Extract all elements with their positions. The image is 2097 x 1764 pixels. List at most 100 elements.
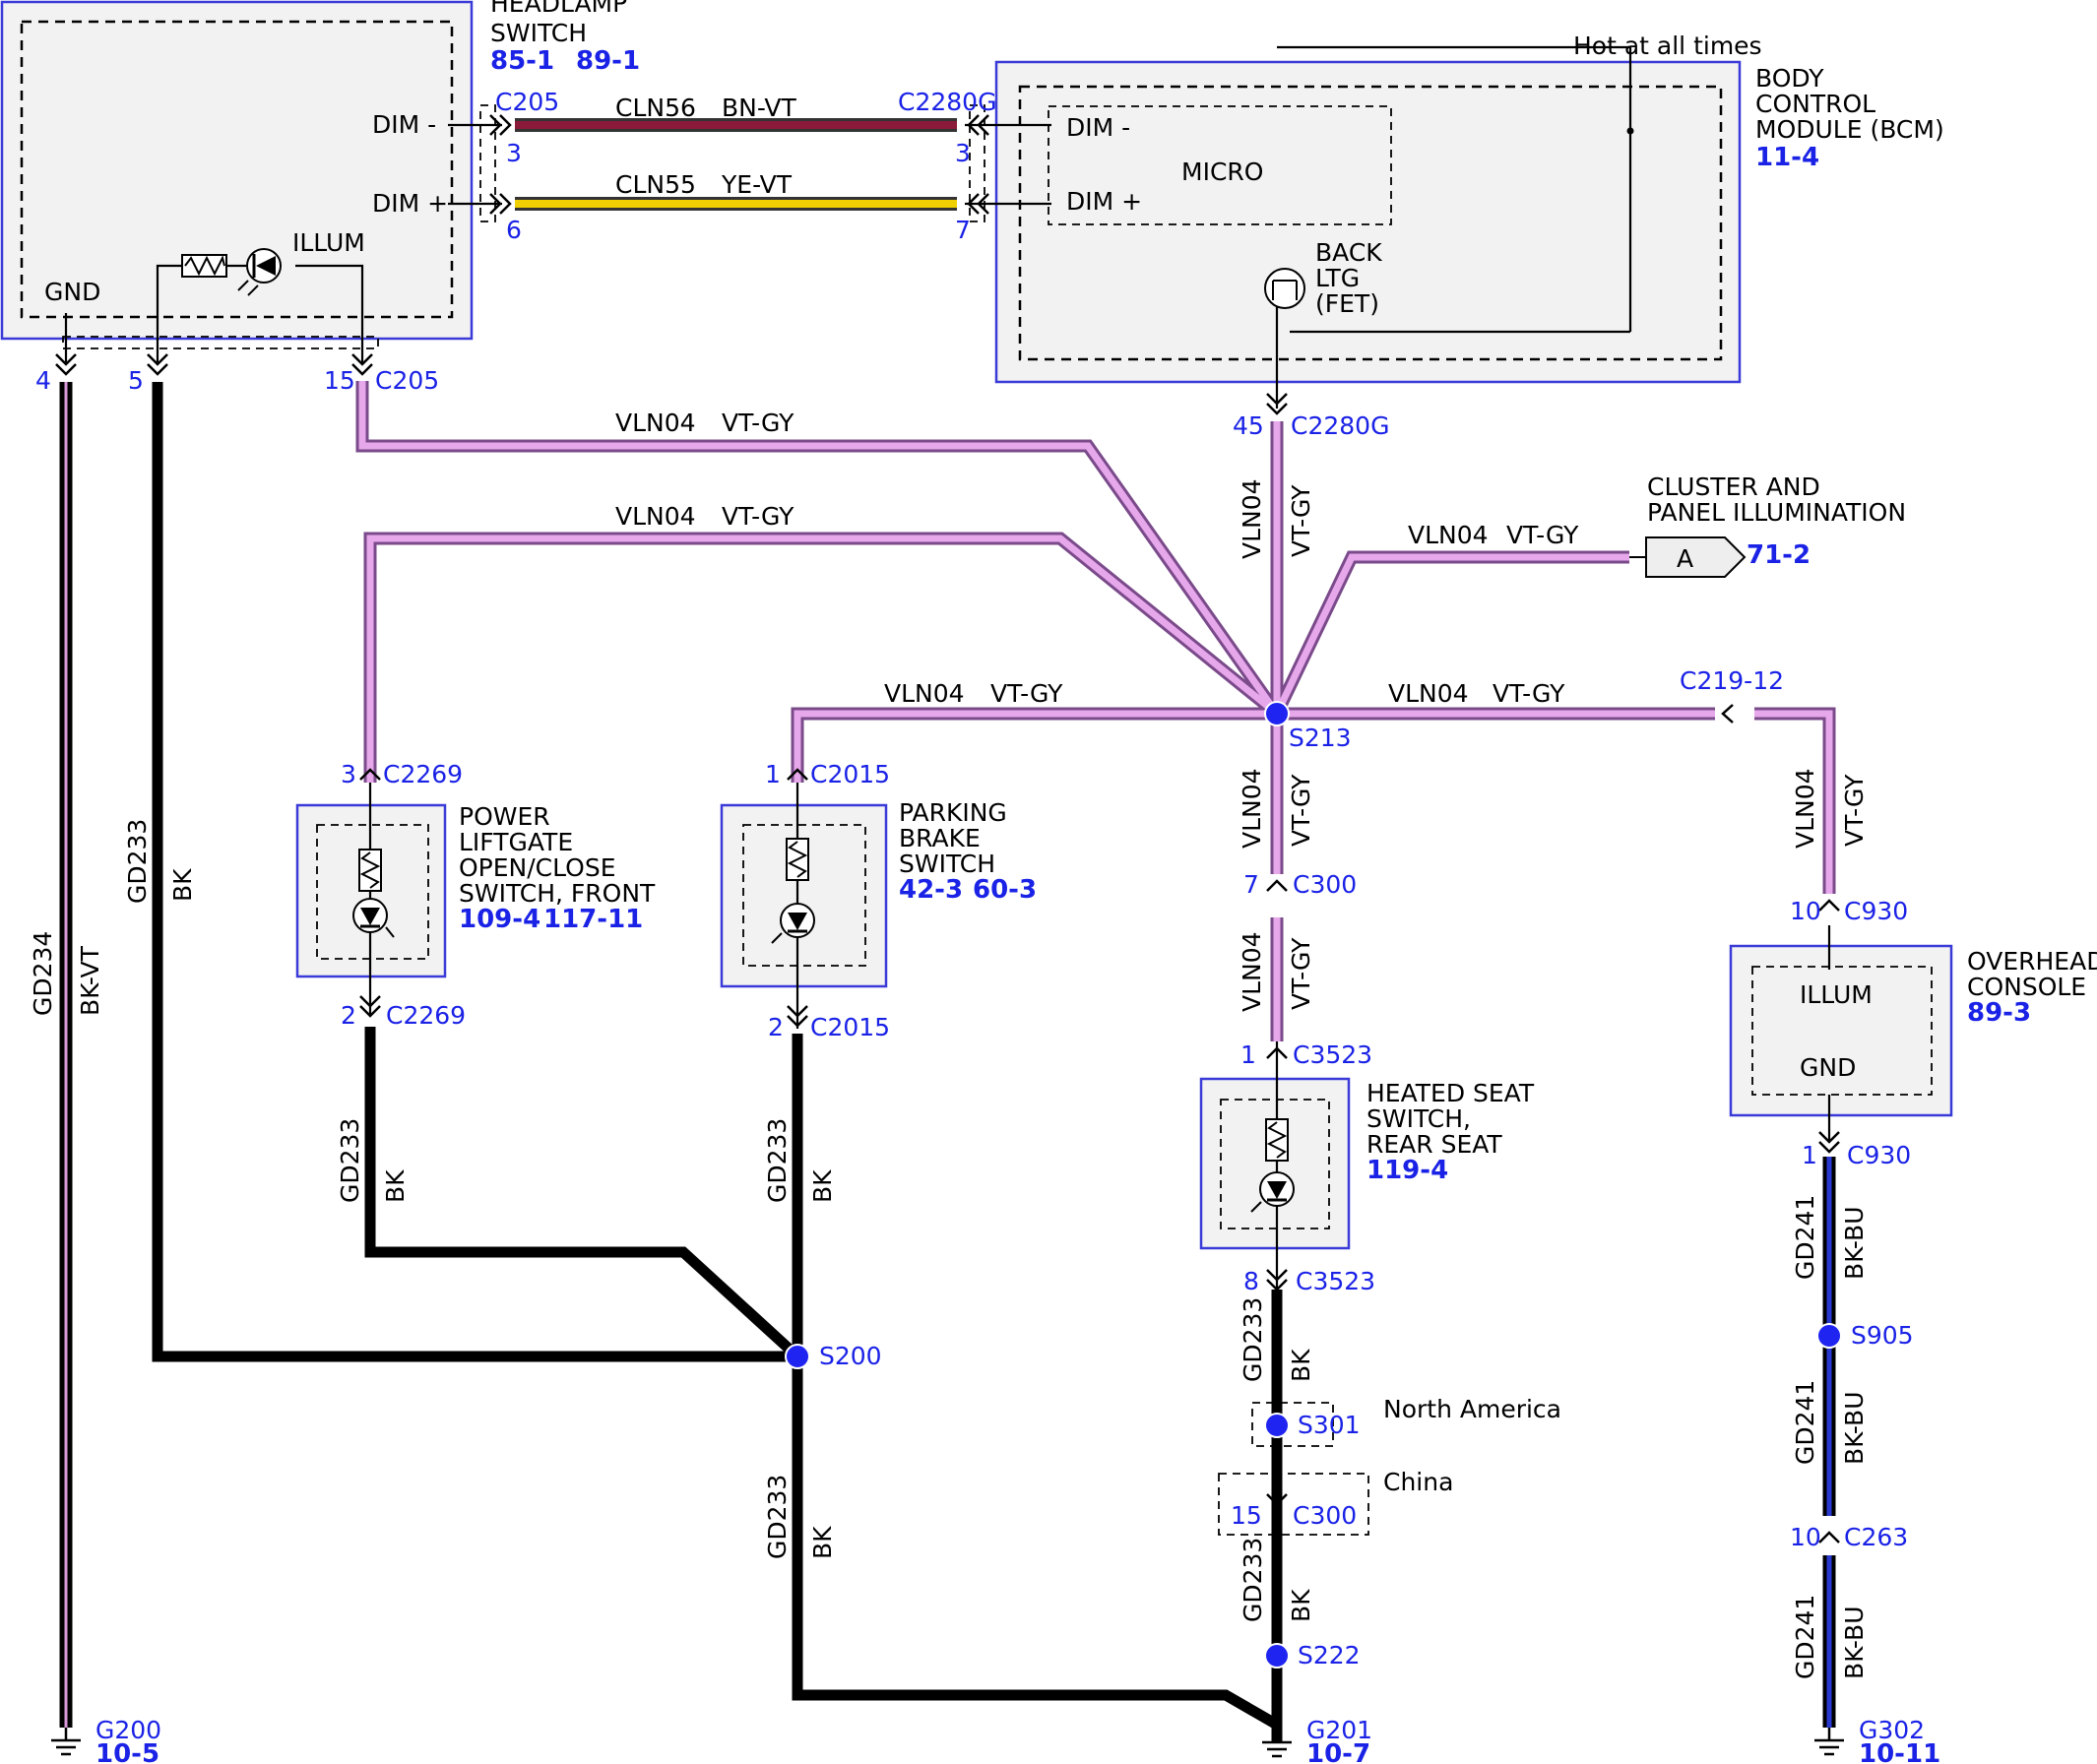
- led-icon: [237, 248, 282, 296]
- bn-vt-label: BN-VT: [722, 94, 797, 122]
- c219-12-label: C219-12: [1680, 666, 1784, 695]
- s213-label: S213: [1289, 724, 1352, 752]
- splice-s222: [1264, 1643, 1290, 1669]
- gd241-vert-1: GD241: [1791, 1195, 1819, 1280]
- g302-ref: 10-11: [1859, 1739, 1940, 1764]
- gd233-vert-1: GD233: [123, 819, 152, 904]
- connector-arrows: [55, 114, 1840, 1544]
- body-control-module: [994, 60, 1742, 384]
- overhead-gnd: GND: [1800, 1053, 1856, 1082]
- c2280g-pin-3: 3: [955, 139, 971, 167]
- headlamp-ref-1: 85-1: [490, 46, 554, 76]
- headlamp-title: HEADLAMP: [490, 0, 627, 18]
- bk-vert-6: BK: [1287, 1589, 1315, 1622]
- c2269-pin-3: 3: [341, 760, 356, 788]
- s301-label: S301: [1298, 1411, 1361, 1439]
- liftgate-ref-2: 117-11: [543, 905, 643, 934]
- c2280g-label: C2280G: [898, 88, 996, 116]
- c300-label-top: C300: [1293, 870, 1357, 899]
- s905-label: S905: [1851, 1321, 1914, 1350]
- headlamp-ref-2: 89-1: [576, 46, 640, 76]
- liftgate-resistor-led-icon: [352, 849, 395, 938]
- liftgate-ref-1: 109-4: [459, 905, 540, 934]
- bk-vert-1: BK: [168, 868, 197, 902]
- c930-pin-10: 10: [1790, 897, 1821, 925]
- s222-label: S222: [1298, 1641, 1361, 1670]
- parking-resistor-led-icon: [771, 838, 815, 944]
- s301-region-box: [1251, 1402, 1334, 1447]
- parking-title-3: SWITCH: [899, 850, 995, 878]
- c300-label-bottom: C300: [1293, 1501, 1357, 1530]
- g302-label: G302: [1859, 1716, 1925, 1744]
- region-china: China: [1383, 1468, 1453, 1496]
- bcm-dim-minus: DIM -: [1066, 113, 1130, 142]
- overhead-console: [1729, 944, 1953, 1117]
- vln04-vert-4: VLN04: [1791, 768, 1819, 849]
- cluster-flag-a: A: [1677, 544, 1693, 573]
- splice-s213: [1264, 701, 1290, 726]
- gd234-vert: GD234: [29, 931, 57, 1016]
- overhead-title-1: OVERHEAD: [1967, 947, 2097, 976]
- vln04-label-e: VLN04: [1388, 679, 1469, 708]
- bk-vert-4: BK: [808, 1526, 837, 1559]
- heated-ref: 119-4: [1366, 1156, 1448, 1185]
- g200-ref: 10-5: [95, 1739, 159, 1764]
- ye-vt-label: YE-VT: [721, 170, 793, 199]
- hs-illum: ILLUM: [292, 228, 365, 257]
- c930-label-top: C930: [1844, 897, 1908, 925]
- vtgy-label-b: VT-GY: [722, 502, 794, 531]
- vln04-wires: [355, 381, 1836, 1041]
- c263-label: C263: [1844, 1523, 1908, 1551]
- fet-icon: [1264, 268, 1305, 309]
- c3523-label-top: C3523: [1293, 1040, 1372, 1069]
- gd233-vert-5: GD233: [1239, 1297, 1267, 1382]
- cln55-label: CLN55: [615, 170, 696, 199]
- c205-pin-5: 5: [128, 366, 144, 395]
- bk-vert-2: BK: [381, 1169, 410, 1203]
- hs-dim-minus: DIM -: [372, 110, 436, 139]
- ground-icon: [51, 1728, 1844, 1758]
- bcm-ltg: LTG: [1315, 264, 1360, 292]
- heated-title-3: REAR SEAT: [1366, 1130, 1502, 1159]
- headlamp-switch: [0, 0, 474, 341]
- c300-pin-7: 7: [1243, 870, 1259, 899]
- vln04-vert-1: VLN04: [1238, 478, 1266, 559]
- c2269-pin-2: 2: [341, 1001, 356, 1030]
- splice-s200: [785, 1344, 810, 1369]
- bkbu-vert-3: BK-BU: [1840, 1606, 1869, 1680]
- vtgy-label-e: VT-GY: [1493, 679, 1565, 708]
- headlamp-title-2: SWITCH: [490, 19, 587, 47]
- bkbu-vert-1: BK-BU: [1840, 1207, 1869, 1281]
- c2280g-pin-45: 45: [1233, 411, 1264, 440]
- c2280g-housing: [969, 104, 985, 222]
- c2269-label-bottom: C2269: [386, 1001, 466, 1030]
- gd233-vert-4: GD233: [763, 1475, 792, 1559]
- c2269-label-top: C2269: [383, 760, 463, 788]
- heated-title-1: HEATED SEAT: [1366, 1079, 1535, 1107]
- c2015-pin-1: 1: [765, 760, 781, 788]
- vln04-vert-2: VLN04: [1238, 768, 1266, 849]
- c263-pin-10: 10: [1790, 1523, 1821, 1551]
- g201-ref: 10-7: [1306, 1739, 1370, 1764]
- gd233-vert-3: GD233: [763, 1118, 792, 1203]
- bcm-dim-plus: DIM +: [1066, 187, 1142, 216]
- gd241-vert-3: GD241: [1791, 1595, 1819, 1679]
- c205-pin-15: 15: [324, 366, 355, 395]
- c2015-pin-2: 2: [768, 1013, 784, 1041]
- resistor-icon: [181, 254, 227, 278]
- vln04-label-a: VLN04: [615, 409, 696, 437]
- cluster-connector-flag: [1629, 536, 1747, 578]
- gd233-vert-6: GD233: [1239, 1538, 1267, 1622]
- c205-pin-3: 3: [506, 139, 522, 167]
- hs-gnd: GND: [44, 278, 100, 306]
- c2280g-label-bottom: C2280G: [1291, 411, 1389, 440]
- gd241-vert-2: GD241: [1791, 1380, 1819, 1465]
- bk-vert-5: BK: [1287, 1349, 1315, 1382]
- cln56-label: CLN56: [615, 94, 696, 122]
- bkbu-vert-2: BK-BU: [1840, 1392, 1869, 1466]
- bcm-title-3: MODULE (BCM): [1755, 115, 1944, 144]
- parking-title-2: BRAKE: [899, 824, 981, 852]
- c205-label-bottom: C205: [375, 366, 439, 395]
- c205-housing: [479, 104, 496, 222]
- vtgy-vert-1: VT-GY: [1287, 484, 1315, 557]
